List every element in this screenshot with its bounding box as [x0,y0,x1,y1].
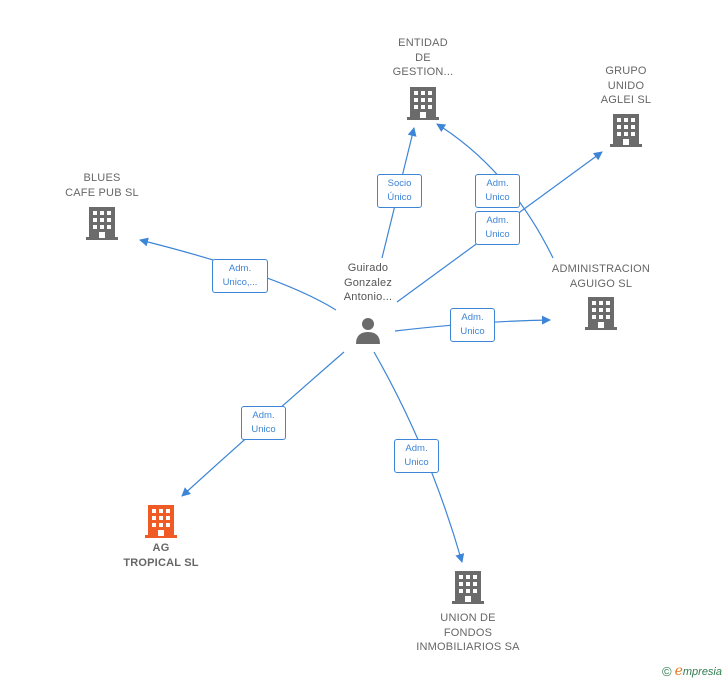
entidad-label: ENTIDAD DE GESTION... [392,37,454,78]
building-icon [407,86,439,120]
copyright-icon: © [661,663,672,679]
blues-label: BLUES CAFE PUB SL [65,172,139,199]
edge-label-administracion: Adm. Unico [450,308,495,342]
administracion-label: ADMINISTRACION AGUIGO SL [551,263,651,290]
edge-label-grupo-top: Adm. Unico [475,174,520,208]
union-label: UNION DE FONDOS INMOBILIARIOS SA [416,612,520,653]
grupo-label: GRUPO UNIDO AGLEI SL [600,65,652,106]
empresia-watermark: © empresia [662,663,722,679]
node-ag-tropical[interactable]: AG TROPICAL SL [111,503,211,570]
building-icon [145,505,177,538]
person-name: Guirado Gonzalez Antonio... [343,262,393,303]
brand-initial: e [674,663,683,679]
edge-label-union: Adm. Unico [394,439,439,473]
edge-label-blues: Adm. Unico,... [212,259,268,293]
node-administracion[interactable]: ADMINISTRACION AGUIGO SL [543,262,659,331]
edge-label-ag: Adm. Unico [241,406,286,440]
ag-label: AG TROPICAL SL [123,542,199,569]
edge-label-grupo-bottom: Adm. Unico [475,211,520,245]
node-union[interactable]: UNION DE FONDOS INMOBILIARIOS SA [403,569,533,655]
building-icon [452,571,484,604]
node-blues[interactable]: BLUES CAFE PUB SL [52,171,152,241]
building-icon [86,207,118,240]
brand-name: mpresia [682,666,722,678]
building-icon [585,297,617,330]
person-icon [356,317,380,344]
building-icon [610,113,642,147]
node-grupo[interactable]: GRUPO UNIDO AGLEI SL [578,64,674,148]
node-person[interactable]: Guirado Gonzalez Antonio... [320,261,416,345]
edge-label-entidad: Socio Único [377,174,422,208]
node-entidad[interactable]: ENTIDAD DE GESTION... [375,36,471,121]
